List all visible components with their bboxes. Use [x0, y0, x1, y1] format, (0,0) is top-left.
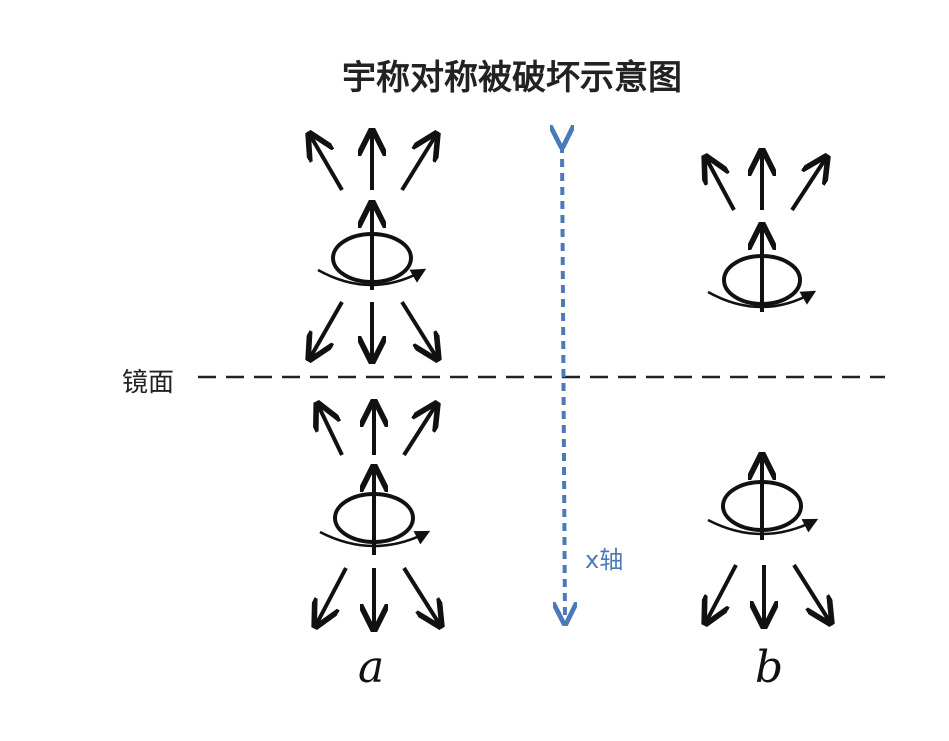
emission-arrow [402, 566, 440, 625]
panel-a-label: a [358, 642, 385, 693]
emission-arrow [706, 158, 736, 211]
emission-arrow [402, 405, 436, 457]
diagram-title: 宇称对称被破坏示意图 [342, 58, 682, 98]
spin-circle [722, 254, 802, 306]
emission-arrow [318, 405, 344, 456]
rotation-arrow [317, 268, 427, 287]
panel-b-upper-particle [706, 152, 826, 312]
emission-arrow [706, 564, 738, 622]
emission-arrow [316, 567, 348, 625]
mirror-label: 镜面 [122, 368, 175, 398]
rotation-arrow [707, 290, 817, 309]
rotation-arrow [319, 530, 431, 548]
spin-circle [331, 232, 413, 284]
spin-circle [721, 480, 803, 532]
panel-a-upper-particle [310, 132, 437, 360]
spin-circle [333, 492, 415, 544]
emission-arrow [310, 135, 344, 192]
panel-b-lower-particle [706, 456, 830, 625]
emission-arrow [400, 135, 436, 192]
panel-a-lower-particle [316, 403, 440, 628]
rotation-arrow [707, 518, 819, 536]
panel-b-label: b [755, 642, 784, 693]
emission-arrow [310, 301, 344, 358]
emission-arrow [790, 158, 826, 212]
emission-arrow [400, 300, 437, 358]
emission-arrow [792, 563, 830, 622]
x-axis-line [562, 145, 565, 622]
x-axis-label: x轴 [585, 546, 624, 574]
